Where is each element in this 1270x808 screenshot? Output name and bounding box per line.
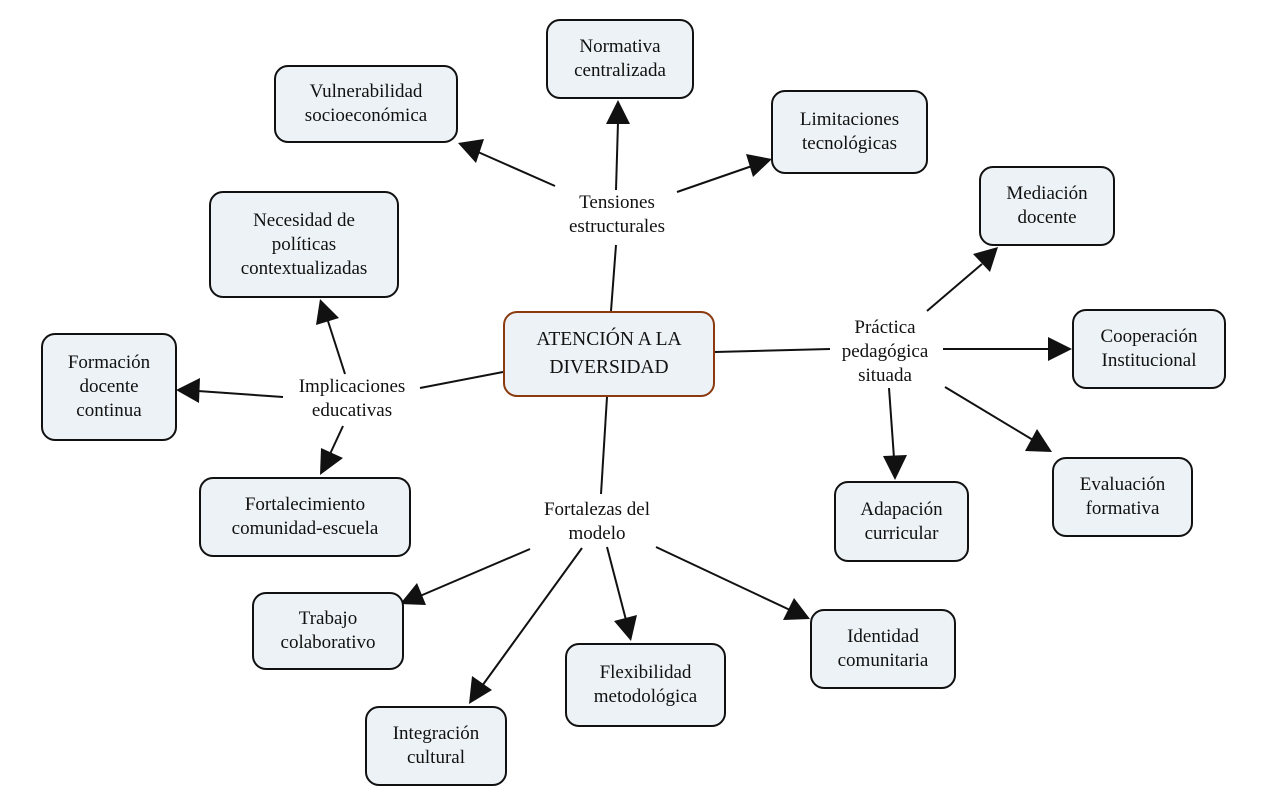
central-concept-node[interactable]: ATENCIÓN A LA DIVERSIDAD [503,311,715,397]
arrow-practica-mediacion [926,247,998,312]
node-identidad[interactable]: Identidad comunitaria [810,609,956,689]
node-adaptacion[interactable]: Adapación curricular [834,481,969,562]
arrow-implicaciones-fortalecimiento [320,425,344,475]
node-trabajo[interactable]: Trabajo colaborativo [252,592,404,670]
arrow-tensiones-limitaciones [676,154,772,193]
arrow-practica-adaptacion [883,387,907,480]
arrow-fortalezas-identidad [655,546,810,620]
link-center-practica [714,348,831,353]
node-evaluacion[interactable]: Evaluación formativa [1052,457,1193,537]
node-fortalecimiento[interactable]: Fortalecimiento comunidad-escuela [199,477,411,557]
node-formacion[interactable]: Formación docente continua [41,333,177,441]
arrow-fortalezas-flexibilidad [606,546,637,641]
node-vulnerabilidad[interactable]: Vulnerabilidad socioeconómica [274,65,458,143]
arrow-tensiones-vulnerabilidad [458,139,556,187]
link-center-fortalezas [600,396,608,495]
link-center-tensiones [610,244,617,312]
linking-phrase-implicaciones[interactable]: Implicaciones educativas [296,375,408,423]
linking-phrase-practica[interactable]: Práctica pedagógica situada [839,316,931,388]
arrow-implicaciones-formacion [176,378,284,403]
node-limitaciones[interactable]: Limitaciones tecnológicas [771,90,928,174]
node-cooperacion[interactable]: Cooperación Institucional [1072,309,1226,389]
node-mediacion[interactable]: Mediación docente [979,166,1115,246]
node-necesidad[interactable]: Necesidad de políticas contextualizadas [209,191,399,298]
link-center-implicaciones [419,371,504,389]
linking-phrase-tensiones[interactable]: Tensiones estructurales [566,191,668,239]
arrow-implicaciones-necesidad [316,299,346,375]
arrow-fortalezas-integracion [469,547,583,704]
arrow-tensiones-normativa [606,100,630,191]
arrow-fortalezas-trabajo [400,548,531,605]
linking-phrase-fortalezas[interactable]: Fortalezas del modelo [541,498,653,546]
arrow-practica-cooperacion [943,337,1072,361]
node-flexibilidad[interactable]: Flexibilidad metodológica [565,643,726,727]
node-integracion[interactable]: Integración cultural [365,706,507,786]
node-normativa[interactable]: Normativa centralizada [546,19,694,99]
arrow-practica-evaluacion [944,386,1052,452]
